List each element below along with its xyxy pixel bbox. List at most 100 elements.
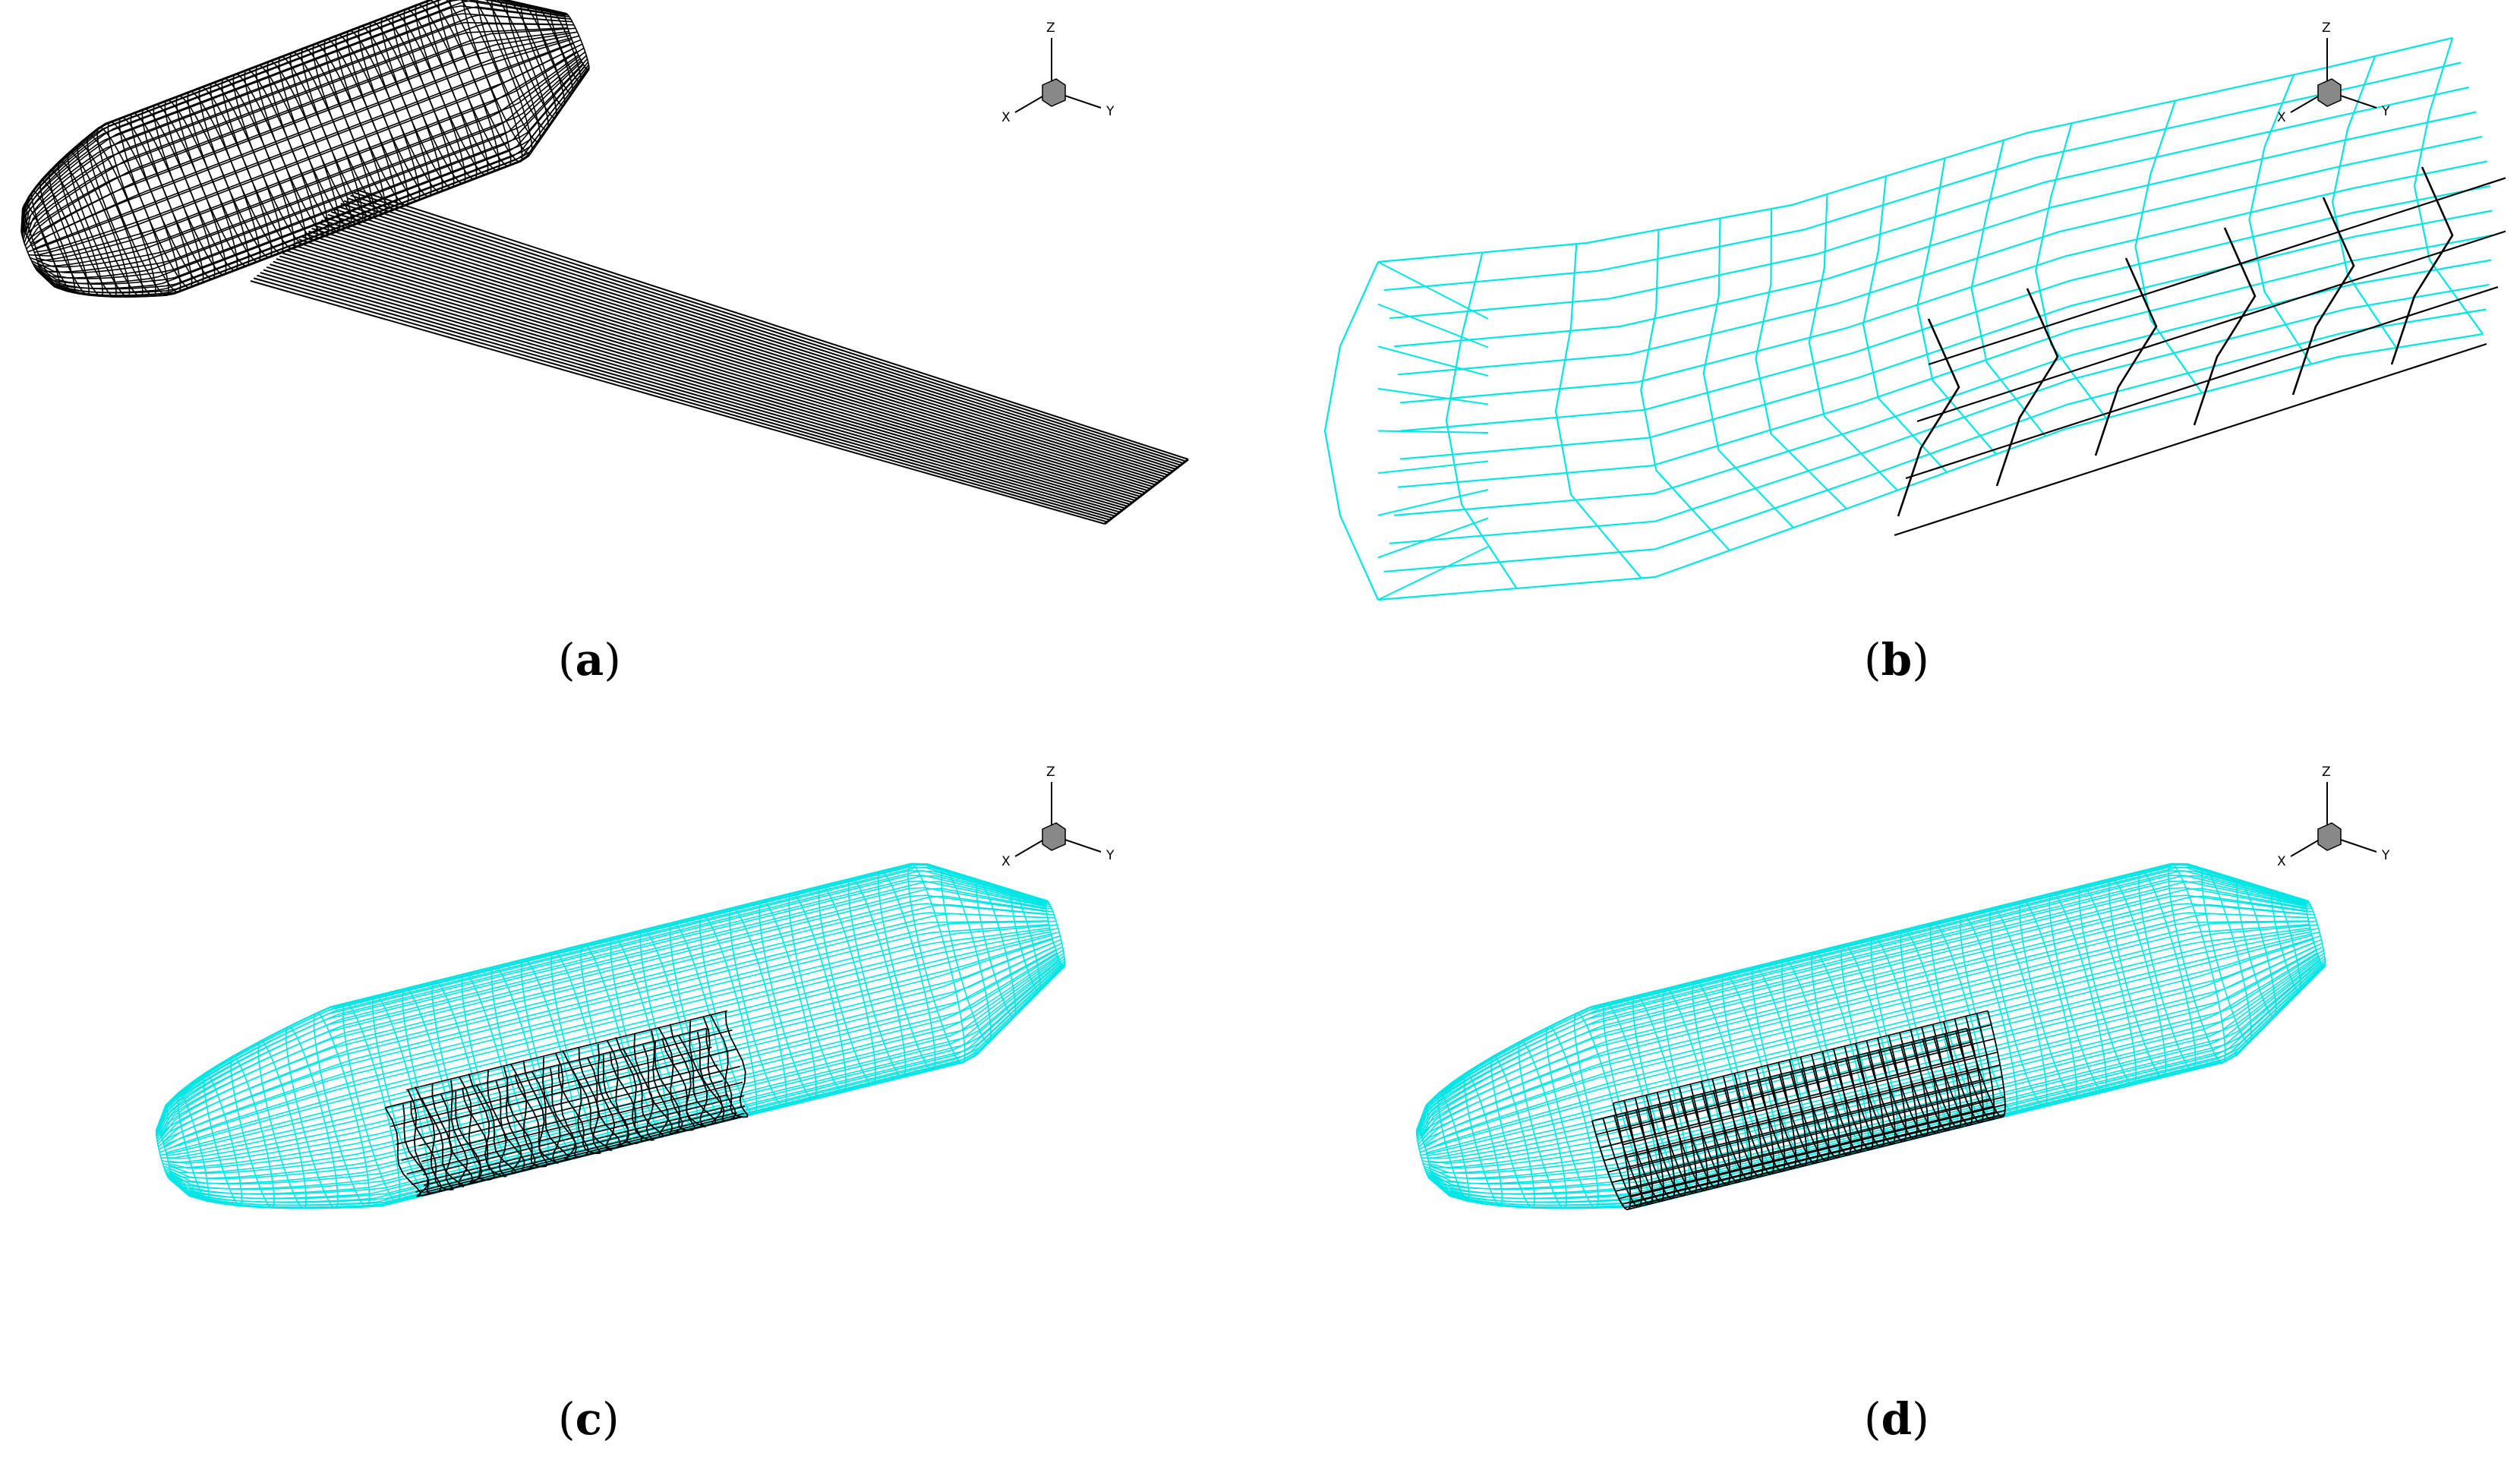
fuselage-mesh [21, 0, 590, 298]
mesh-curve [118, 117, 193, 289]
mesh-line [253, 277, 1108, 523]
caption-a: (a) [558, 634, 621, 686]
axis-z-label: Z [2322, 20, 2331, 36]
caption-d: (d) [1864, 1393, 1929, 1445]
mesh-curve [729, 907, 787, 1108]
mesh-curve [203, 1072, 243, 1206]
panel-d-drawing: Z Y X [1415, 765, 2390, 1211]
mesh-line [308, 230, 1151, 490]
mesh-curve [2094, 257, 2158, 456]
mesh-curve [520, 2, 566, 107]
axis-y-label: Y [1105, 848, 1115, 863]
mesh-curve [1394, 111, 2477, 348]
mesh-curve [1808, 194, 1898, 491]
mesh-curve [267, 60, 341, 232]
mesh-curve [1615, 1098, 1991, 1192]
mesh-curve [423, 1105, 746, 1187]
deformed-region-mesh [1591, 1010, 2006, 1211]
mesh-curve [1618, 1105, 1994, 1200]
mesh-curve [1490, 1055, 1535, 1209]
mesh-curve [1602, 1002, 1661, 1203]
mesh-curve [520, 958, 579, 1159]
mesh-curve [1959, 914, 2018, 1115]
mesh-curve [176, 1092, 210, 1202]
mesh-curve [187, 90, 261, 263]
mesh-line [279, 255, 1128, 507]
mesh-line [1377, 345, 1489, 377]
mesh-curve [2108, 878, 2167, 1078]
mesh-curve [437, 0, 512, 167]
axis-y-label: Y [2381, 848, 2390, 863]
mesh-curve [221, 77, 295, 250]
triad-cube-icon [1042, 822, 1066, 851]
mesh-curve [1045, 900, 1066, 968]
mesh-curve [1599, 1055, 1975, 1149]
mesh-line [321, 219, 1161, 482]
panel-c: Z Y X (c) [0, 744, 1245, 1473]
mesh-curve [155, 1128, 172, 1180]
mesh-curve [1905, 285, 2499, 480]
mesh-curve [1616, 1024, 1992, 1118]
mesh-curve [323, 38, 398, 210]
axis-triad: Z Y X [2277, 765, 2390, 869]
mesh-curve [1377, 36, 2453, 263]
mesh-curve [1916, 230, 2506, 423]
fuselage-mesh [155, 862, 1066, 1209]
mesh-curve [21, 229, 40, 273]
axis-x-label: X [2277, 110, 2286, 125]
mesh-curve [21, 0, 566, 230]
mesh-line [343, 200, 1178, 468]
mesh-curve [410, 1083, 454, 1191]
panel-c-drawing: Z Y X [155, 765, 1115, 1209]
mesh-curve [2137, 870, 2197, 1071]
mesh-curve [342, 1002, 401, 1203]
mesh-curve [1928, 177, 2506, 366]
mesh-curve [168, 942, 1062, 1164]
mesh-curve [312, 43, 386, 215]
mesh-curve [431, 980, 490, 1181]
mesh-curve [1627, 1076, 2003, 1170]
axis-y-label: Y [2381, 104, 2390, 119]
mesh-curve [2078, 884, 2137, 1086]
mesh-curve [1518, 1040, 1567, 1209]
mesh-curve [1400, 184, 2491, 432]
mesh-curve [2305, 900, 2326, 968]
mesh-curve [230, 1055, 275, 1209]
mesh-curve [550, 9, 582, 83]
mesh-curve [975, 878, 1017, 1018]
axis-triad: Z Y X [2277, 20, 2390, 125]
triad-cube-icon [2317, 78, 2342, 107]
mesh-curve [358, 25, 432, 197]
mesh-curve [1613, 1010, 1989, 1104]
mesh-curve [1383, 308, 2487, 573]
mesh-curve [1625, 1064, 2001, 1159]
mesh-curve [1630, 1109, 2005, 1204]
mesh-curve [1894, 342, 2487, 537]
mesh-curve [58, 159, 117, 298]
mesh-curve [2019, 900, 2077, 1100]
mesh-curve [1545, 1026, 1599, 1209]
mesh-curve [1554, 244, 1642, 579]
mesh-line [292, 244, 1138, 500]
mesh-curve [1629, 1096, 2005, 1190]
mesh-curve [877, 870, 936, 1071]
mesh-curve [564, 12, 590, 71]
mesh-curve [1394, 259, 2492, 516]
mesh-curve [1463, 1072, 1503, 1206]
mesh-curve [369, 21, 443, 193]
mesh-curve [405, 1010, 728, 1091]
mesh-curve [491, 0, 549, 131]
mesh-line [260, 272, 1113, 519]
mesh-curve [941, 868, 992, 1043]
mesh-curve [278, 55, 352, 228]
mesh-curve [153, 103, 227, 276]
panel-b: Z Y X (b) [1260, 0, 2506, 729]
mesh-curve [1900, 929, 1959, 1130]
mesh-line [317, 222, 1159, 484]
mesh-curve [23, 203, 61, 289]
mesh-curve [372, 995, 431, 1196]
mesh-curve [257, 1040, 307, 1209]
mesh-curve [255, 65, 330, 237]
mesh-line [1377, 546, 1489, 601]
mesh-curve [476, 0, 541, 143]
